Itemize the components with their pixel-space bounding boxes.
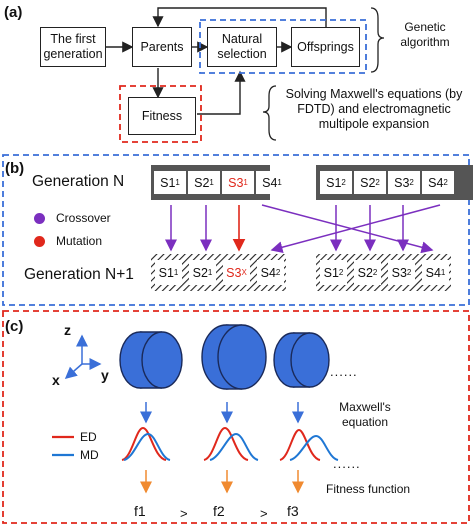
- parents-label: Parents: [140, 39, 184, 54]
- cylinder-1: [119, 331, 183, 389]
- maxwell-equation-label: Maxwell's equation: [339, 400, 391, 429]
- gene-name: S1: [326, 175, 342, 190]
- gene-name: S3: [226, 265, 242, 280]
- offsprings-box: Offsprings: [291, 27, 360, 67]
- natural-selection-label: Natural selection: [217, 32, 267, 61]
- axis-y-label: y: [101, 367, 109, 383]
- cylinder-3: [273, 332, 330, 388]
- gene-name: S4: [260, 265, 276, 280]
- gene-name: S2: [194, 175, 210, 190]
- gene-name: S3: [394, 175, 410, 190]
- comparator-1: >: [180, 506, 188, 521]
- generation-n1-title: Generation N+1: [24, 266, 134, 283]
- parents-box: Parents: [132, 27, 192, 67]
- gene-name: S3: [391, 265, 407, 280]
- gene-name: S4: [425, 265, 441, 280]
- fitness-box: Fitness: [128, 97, 196, 135]
- generation-n-title: Generation N: [32, 173, 125, 190]
- gene-name: S3: [228, 175, 244, 190]
- gene-name: S2: [357, 265, 373, 280]
- panel-a-label: (a): [4, 4, 23, 21]
- first-generation-label: The first generation: [43, 32, 103, 61]
- fitness-label: Fitness: [141, 108, 183, 123]
- cylinder-2: [201, 324, 267, 390]
- genetic-algorithm-label: Genetic algorithm: [400, 20, 450, 49]
- md-legend-label: MD: [80, 448, 99, 462]
- ed-legend-label: ED: [80, 430, 97, 444]
- gene-name: S2: [192, 265, 208, 280]
- fitness-f3-label: f3: [287, 503, 299, 519]
- panel-c-label: (c): [5, 318, 24, 335]
- natural-selection-box: Natural selection: [207, 27, 277, 67]
- gene-name: S1: [323, 265, 339, 280]
- comparator-2: >: [260, 506, 268, 521]
- gene-name: S1: [158, 265, 174, 280]
- offsprings-label: Offsprings: [297, 39, 354, 54]
- crossover-legend-dot: [34, 213, 45, 224]
- gene-name: S4: [262, 175, 278, 190]
- fitness-f2-label: f2: [213, 503, 225, 519]
- panel-b-label: (b): [5, 160, 25, 177]
- gene-name: S2: [360, 175, 376, 190]
- panel-a-connectors: [106, 7, 385, 143]
- axis-x-label: x: [52, 372, 60, 388]
- crossover-legend-label: Crossover: [56, 211, 111, 225]
- cylinders-ellipsis: ......: [330, 364, 358, 379]
- mutation-legend-label: Mutation: [56, 234, 103, 248]
- first-generation-box: The first generation: [40, 27, 106, 67]
- fitness-function-label: Fitness function: [326, 482, 411, 496]
- mutation-legend-dot: [34, 236, 45, 247]
- solving-note-label: Solving Maxwell's equations (by FDTD) an…: [285, 87, 463, 131]
- axis-z-label: z: [64, 322, 71, 338]
- gene-name: S1: [160, 175, 176, 190]
- spectra-ellipsis: ......: [333, 456, 361, 471]
- gene-name: S4: [428, 175, 444, 190]
- fitness-f1-label: f1: [134, 503, 146, 519]
